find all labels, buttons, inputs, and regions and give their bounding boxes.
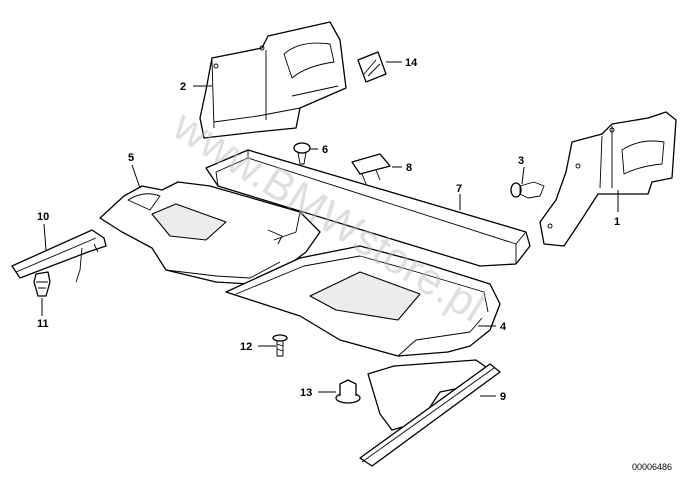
callout-8: 8 xyxy=(392,162,412,174)
callout-9: 9 xyxy=(480,391,506,403)
svg-text:5: 5 xyxy=(128,152,134,164)
svg-text:12: 12 xyxy=(240,341,252,353)
callout-5: 5 xyxy=(128,152,141,189)
svg-text:4: 4 xyxy=(500,321,507,333)
part-9-sill-strip xyxy=(359,359,501,467)
svg-text:1: 1 xyxy=(614,216,620,228)
part-14-clip xyxy=(357,51,387,83)
part-6-push-button xyxy=(293,142,311,165)
svg-text:6: 6 xyxy=(322,144,328,156)
callout-10: 10 xyxy=(37,211,49,251)
part-13-clip-nut xyxy=(335,379,361,404)
part-5-floor-trim xyxy=(99,181,321,285)
svg-text:8: 8 xyxy=(406,162,412,174)
part-8-cover-cap xyxy=(351,153,391,185)
svg-text:13: 13 xyxy=(300,387,312,399)
callout-13: 13 xyxy=(300,387,336,399)
svg-text:14: 14 xyxy=(405,57,418,69)
part-7-crossmember xyxy=(205,149,531,267)
part-1-side-trim-right xyxy=(539,111,677,247)
callout-3: 3 xyxy=(518,155,525,185)
callout-2: 2 xyxy=(180,81,212,93)
part-11-plastic-clip xyxy=(33,271,51,297)
callout-11: 11 xyxy=(37,298,49,330)
callout-1: 1 xyxy=(614,190,620,228)
svg-text:9: 9 xyxy=(500,391,506,403)
svg-text:2: 2 xyxy=(180,81,186,93)
svg-text:11: 11 xyxy=(37,318,49,330)
diagram-reference-number: 00006486 xyxy=(632,462,672,472)
svg-text:10: 10 xyxy=(37,211,49,223)
part-4-floor-trim xyxy=(225,245,501,357)
callout-12: 12 xyxy=(240,341,276,353)
callout-6: 6 xyxy=(310,144,328,156)
part-2-side-trim-left xyxy=(199,21,347,139)
part-10-sill-strip xyxy=(11,229,107,283)
svg-text:3: 3 xyxy=(518,155,524,167)
callout-7: 7 xyxy=(456,183,462,210)
callout-4: 4 xyxy=(478,321,507,333)
part-3-expanding-rivet xyxy=(510,181,545,199)
part-12-screw xyxy=(272,334,288,357)
svg-text:7: 7 xyxy=(456,183,462,195)
callout-14: 14 xyxy=(386,57,418,69)
